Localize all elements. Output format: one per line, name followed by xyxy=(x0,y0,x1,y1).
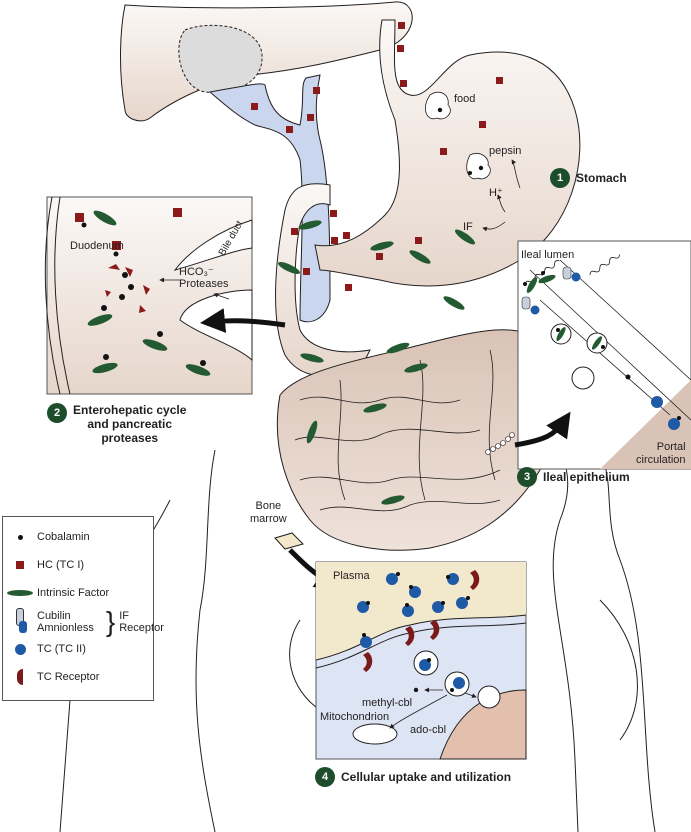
legend-label-line: IF xyxy=(119,610,129,622)
bone-marrow xyxy=(274,532,304,550)
label-mitochondrion: Mitochondrion xyxy=(320,711,390,723)
legend-label-line: Cubilin xyxy=(37,610,71,622)
label-food: food xyxy=(454,93,476,105)
tc-circle-icon xyxy=(3,643,37,655)
legend-label: Intrinsic Factor xyxy=(37,587,110,599)
label-hco3: HCO₃⁻ xyxy=(179,266,214,278)
legend-item-tc: TC (TC II) xyxy=(3,643,86,655)
legend-item-intrinsic-factor: Intrinsic Factor xyxy=(3,587,109,599)
cobalamin-icon xyxy=(3,534,37,540)
step-title: Ileal epithelium xyxy=(543,470,630,484)
tc-receptor-icon xyxy=(3,669,37,685)
label-methyl-cbl: methyl-cbl xyxy=(362,697,413,709)
label-if: IF xyxy=(463,221,473,233)
label-line: Portal xyxy=(656,441,686,453)
label-pepsin: pepsin xyxy=(489,145,522,157)
stomach xyxy=(314,19,581,287)
step-title: Stomach xyxy=(576,171,627,185)
stomach-contents xyxy=(425,91,521,232)
bracket-icon: } xyxy=(105,606,116,637)
if-markers xyxy=(278,220,476,505)
legend: Cobalamin HC (TC I) Intrinsic Factor Cub… xyxy=(2,516,164,701)
step-badge: 4 xyxy=(315,767,335,787)
legend-item-tc-receptor: TC Receptor xyxy=(3,669,99,685)
label-h-plus: H⁺ xyxy=(489,187,503,199)
cubilin-amnionless-icon xyxy=(3,608,37,636)
label-portal-circulation: Portal circulation xyxy=(636,441,686,467)
bile-duct xyxy=(208,74,331,323)
hc-markers xyxy=(251,22,503,291)
step-title: Cellular uptake and utilization xyxy=(341,770,512,784)
label-bone-marrow: Bone marrow xyxy=(250,500,287,526)
legend-label-line: Amnionless xyxy=(37,622,94,634)
step-1-stomach: 1 Stomach xyxy=(550,168,627,188)
arrow-to-duodenum-inset xyxy=(200,308,286,333)
legend-item-cobalamin: Cobalamin xyxy=(3,531,90,543)
legend-label-line: Receptor xyxy=(119,622,164,634)
step-badge: 3 xyxy=(517,467,537,487)
step-3-ileal: 3 Ileal epithelium xyxy=(517,467,630,487)
label-plasma: Plasma xyxy=(333,570,370,582)
ileal-villi xyxy=(485,432,515,455)
step-2-enterohepatic: 2 Enterohepatic cycle and pancreatic pro… xyxy=(47,403,186,445)
label-ileal-lumen: Ileal lumen xyxy=(521,249,575,261)
label-line: Bone xyxy=(255,500,282,512)
legend-item-hc: HC (TC I) xyxy=(3,559,84,571)
cell-inset xyxy=(315,561,527,760)
step-4-cellular: 4 Cellular uptake and utilization xyxy=(315,767,511,787)
step-badge: 2 xyxy=(47,403,67,423)
if-receptor-label: IF Receptor xyxy=(119,610,164,634)
arrow-to-ileal-inset xyxy=(514,411,571,448)
intestine-folds xyxy=(294,349,501,512)
legend-label: TC Receptor xyxy=(37,671,100,683)
step-title-line: proteases xyxy=(101,431,159,445)
hc-square-icon xyxy=(3,561,37,569)
label-line: circulation xyxy=(636,454,686,466)
step-title: Enterohepatic cycle and pancreatic prote… xyxy=(73,403,186,445)
legend-label: Cobalamin xyxy=(37,531,90,543)
label-line: marrow xyxy=(250,513,287,525)
legend-label: HC (TC I) xyxy=(37,559,85,571)
step-badge: 1 xyxy=(550,168,570,188)
ileal-inset xyxy=(517,240,691,470)
food-particle xyxy=(425,91,451,120)
label-proteases: Proteases xyxy=(179,278,229,290)
legend-label: Cubilin Amnionless xyxy=(37,610,94,634)
step-title-line: and pancreatic xyxy=(87,417,173,431)
intrinsic-factor-icon xyxy=(3,590,37,596)
gallbladder xyxy=(178,24,263,94)
step-title-line: Enterohepatic cycle xyxy=(73,403,187,417)
small-intestine xyxy=(276,329,561,551)
legend-item-cubilin-amnionless: Cubilin Amnionless } IF Receptor xyxy=(3,608,164,636)
duodenum-inset xyxy=(44,196,253,395)
legend-label: TC (TC II) xyxy=(37,643,86,655)
label-ado-cbl: ado-cbl xyxy=(410,724,447,736)
label-duodenum: Duodenum xyxy=(70,240,124,252)
pepsin-particle xyxy=(466,153,491,180)
